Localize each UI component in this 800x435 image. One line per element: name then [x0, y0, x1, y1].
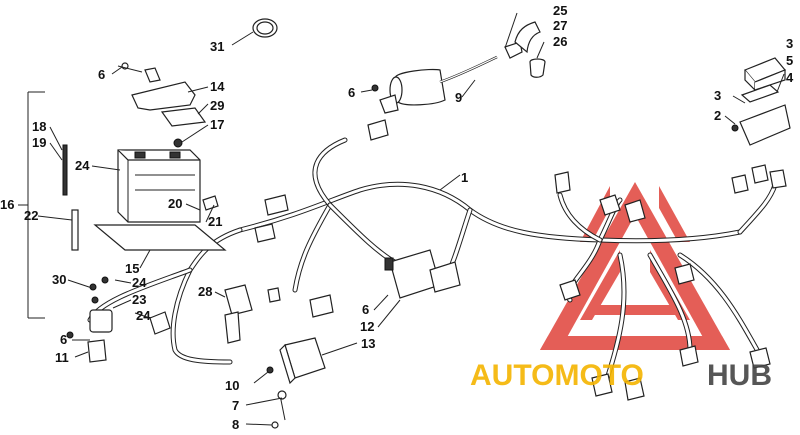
callout-11: 11 — [55, 350, 69, 365]
callout-25: 25 — [553, 3, 567, 18]
callout-3: 3 — [786, 36, 793, 51]
callout-8: 8 — [232, 417, 239, 432]
battery-bracket — [117, 62, 196, 111]
main-harness — [87, 137, 778, 388]
callout-10: 10 — [225, 378, 239, 393]
callout-24: 24 — [75, 158, 90, 173]
callout-26: 26 — [553, 34, 567, 49]
callout-labels: 31 6 14 29 17 18 19 24 16 20 22 21 15 30… — [0, 3, 794, 432]
starter-solenoid — [87, 276, 113, 363]
callout-6: 6 — [98, 67, 105, 82]
callout-21: 21 — [208, 214, 222, 229]
callout-31: 31 — [210, 39, 224, 54]
callout-12: 12 — [360, 319, 374, 334]
callout-13: 13 — [361, 336, 375, 351]
fuse-box — [731, 57, 791, 146]
screw-17 — [173, 138, 183, 148]
callout-9: 9 — [455, 90, 462, 105]
ground-rods — [62, 144, 79, 251]
callout-7: 7 — [232, 398, 239, 413]
callout-6b: 6 — [60, 332, 67, 347]
callout-4: 4 — [786, 70, 794, 85]
callout-1: 1 — [461, 170, 468, 185]
watermark-automoto: AUTOMOTO — [470, 359, 644, 392]
callout-23: 23 — [132, 292, 146, 307]
callout-24c: 24 — [136, 308, 151, 323]
callout-5: 5 — [786, 53, 793, 68]
callout-28: 28 — [198, 284, 212, 299]
callout-14: 14 — [210, 79, 225, 94]
callout-27: 27 — [553, 18, 567, 33]
callout-6c: 6 — [348, 85, 355, 100]
regulator-module — [384, 249, 461, 299]
watermark-text: AUTOMOTO HUB — [470, 359, 772, 392]
callout-30: 30 — [52, 272, 66, 287]
relay — [224, 284, 253, 344]
callout-22: 22 — [24, 208, 38, 223]
callout-6d: 6 — [362, 302, 369, 317]
callout-2: 2 — [714, 108, 721, 123]
callout-18: 18 — [32, 119, 46, 134]
cdi-module — [279, 337, 326, 385]
callout-29: 29 — [210, 98, 224, 113]
callout-15: 15 — [125, 261, 139, 276]
ignition-coil — [371, 55, 498, 114]
callout-17: 17 — [210, 117, 224, 132]
callout-16: 16 — [0, 197, 14, 212]
battery-assembly — [93, 149, 227, 251]
callout-20: 20 — [168, 196, 182, 211]
watermark-hub: HUB — [707, 359, 772, 392]
spark-plug-cap — [504, 21, 546, 78]
callout-19: 19 — [32, 135, 46, 150]
hose-clamp — [252, 18, 278, 38]
right-connectors — [149, 119, 787, 401]
battery-pad — [160, 107, 207, 127]
fasteners — [66, 283, 287, 429]
leader-lines — [18, 12, 785, 426]
callout-24b: 24 — [132, 275, 147, 290]
callout-3b: 3 — [714, 88, 721, 103]
